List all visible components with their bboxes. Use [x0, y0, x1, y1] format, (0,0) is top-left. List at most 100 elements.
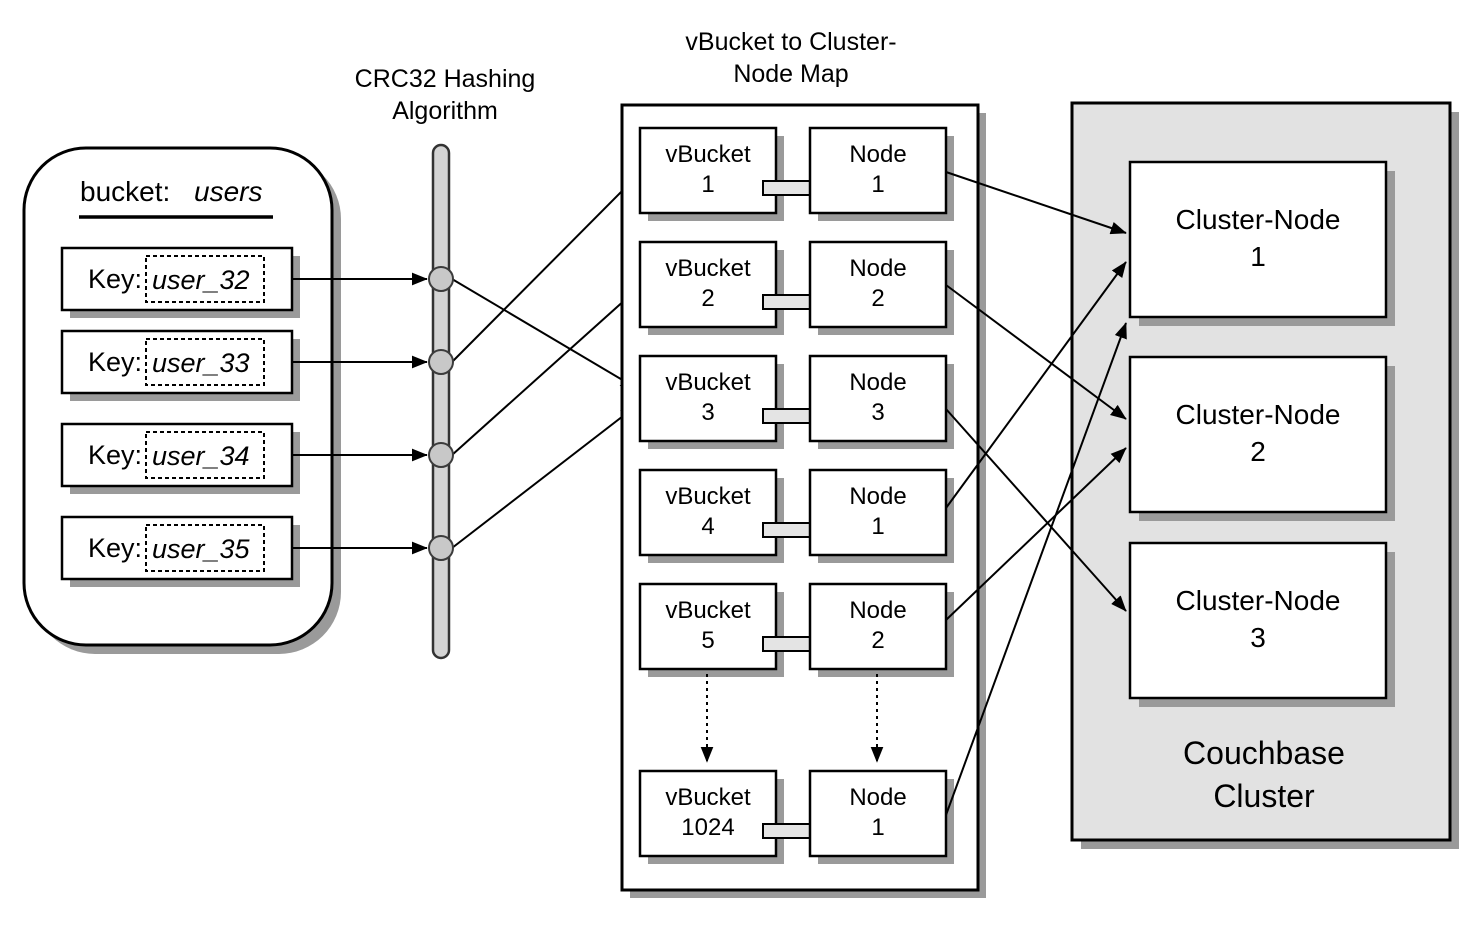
couchbase-cluster: Cluster-Node 1 Cluster-Node 2 Cluster-No…	[1070, 101, 1459, 849]
vbucket-map: vBucket to Cluster- Node Map vBucket 1 N…	[620, 28, 986, 898]
key-value: user_32	[152, 265, 250, 295]
map-row: vBucket 2 Node 2	[638, 240, 954, 335]
hash-arrow-user33-vbucket1	[451, 176, 637, 363]
vbucket-id: 1024	[681, 814, 734, 841]
vbucket-label: vBucket	[665, 255, 751, 282]
map-row: vBucket 4 Node 1	[638, 468, 954, 563]
node-box	[808, 126, 948, 215]
key-label: Key:	[88, 533, 142, 563]
key-value: user_33	[152, 348, 250, 378]
hash-arrow-user35-vbucket3	[451, 405, 637, 549]
key-value: user_35	[152, 534, 251, 564]
arrow-node1-row1024-to-cluster-node1	[945, 322, 1127, 816]
key-box	[60, 329, 294, 395]
vbucket-box	[638, 240, 778, 329]
key-row: Key: user_33	[60, 329, 300, 401]
bucket-title-value: users	[194, 176, 262, 207]
key-box	[60, 246, 294, 312]
key-value-dotted-box	[145, 524, 265, 572]
vbucket-box	[638, 354, 778, 443]
map-row: vBucket 1024 Node 1	[638, 769, 954, 864]
vbucket-id: 3	[701, 399, 714, 426]
node-id: 2	[871, 627, 884, 654]
node-id: 1	[871, 814, 884, 841]
key-label: Key:	[88, 440, 142, 470]
map-title-line2: Node Map	[733, 60, 848, 88]
node-to-cluster-arrows	[945, 171, 1127, 816]
hash-point	[428, 535, 454, 561]
hash-point	[428, 266, 454, 292]
map-title-line1: vBucket to Cluster-	[685, 28, 896, 56]
cluster-node-id: 3	[1250, 622, 1266, 653]
hash-points	[428, 266, 454, 561]
node-id: 1	[871, 171, 884, 198]
hashing-title-line1: CRC32 Hashing	[355, 65, 536, 93]
bucket-panel: bucket: users Key: user_32 Key: user_33 …	[22, 146, 341, 654]
map-row: vBucket 5 Node 2	[638, 582, 954, 677]
bucket-title-label: bucket:	[80, 176, 170, 207]
hashing-bar	[431, 143, 451, 660]
cluster-node-id: 2	[1250, 436, 1266, 467]
cluster-node-label: Cluster-Node	[1176, 585, 1341, 616]
vbucket-label: vBucket	[665, 784, 751, 811]
hash-arrow-user32-vbucket3	[451, 278, 637, 389]
cluster-node-id: 1	[1250, 241, 1266, 272]
key-row: Key: user_32	[60, 246, 300, 318]
hash-point	[428, 349, 454, 375]
key-label: Key:	[88, 347, 142, 377]
vbucket-box	[638, 126, 778, 215]
hash-arrow-user34-vbucket2	[451, 289, 637, 456]
key-box	[60, 515, 294, 581]
vbucket-box	[638, 769, 778, 858]
vbucket-box	[638, 468, 778, 557]
cluster-node: Cluster-Node 3	[1128, 541, 1395, 707]
cluster-node-box	[1128, 160, 1388, 319]
arrow-node1-row4-to-cluster-node1	[945, 261, 1127, 509]
cluster-label-line2: Cluster	[1213, 778, 1315, 814]
cluster-node-label: Cluster-Node	[1176, 204, 1341, 235]
key-value: user_34	[152, 441, 250, 471]
node-box	[808, 769, 948, 858]
cluster-node-box	[1128, 355, 1388, 514]
vbucket-label: vBucket	[665, 141, 751, 168]
cluster-label-line1: Couchbase	[1183, 735, 1345, 771]
cluster-node-label: Cluster-Node	[1176, 399, 1341, 430]
node-label: Node	[849, 784, 906, 811]
vbucket-label: vBucket	[665, 369, 751, 396]
key-label: Key:	[88, 264, 142, 294]
arrow-node1-row1-to-cluster-node1	[945, 171, 1127, 235]
node-label: Node	[849, 141, 906, 168]
hashing-title-line2: Algorithm	[392, 97, 498, 125]
key-row: Key: user_35	[60, 515, 300, 587]
vbucket-id: 4	[701, 513, 714, 540]
vbucket-label: vBucket	[665, 597, 751, 624]
key-value-dotted-box	[145, 431, 265, 479]
cluster-node-box	[1128, 541, 1388, 700]
node-id: 3	[871, 399, 884, 426]
key-value-dotted-box	[145, 255, 265, 303]
key-value-dotted-box	[145, 338, 265, 386]
map-row: vBucket 3 Node 3	[638, 354, 954, 449]
node-id: 1	[871, 513, 884, 540]
vbucket-id: 1	[701, 171, 714, 198]
key-to-hash-arrows	[292, 272, 428, 555]
cluster-node: Cluster-Node 2	[1128, 355, 1395, 521]
vbucket-id: 2	[701, 285, 714, 312]
node-label: Node	[849, 369, 906, 396]
node-box	[808, 240, 948, 329]
node-label: Node	[849, 255, 906, 282]
cluster-node: Cluster-Node 1	[1128, 160, 1395, 326]
vbucket-label: vBucket	[665, 483, 751, 510]
key-row: Key: user_34	[60, 422, 300, 494]
hash-to-vbucket-arrows	[451, 176, 637, 549]
node-box	[808, 354, 948, 443]
node-id: 2	[871, 285, 884, 312]
hash-point	[428, 442, 454, 468]
node-box	[808, 582, 948, 671]
node-box	[808, 468, 948, 557]
node-label: Node	[849, 483, 906, 510]
node-label: Node	[849, 597, 906, 624]
map-row: vBucket 1 Node 1	[638, 126, 954, 221]
